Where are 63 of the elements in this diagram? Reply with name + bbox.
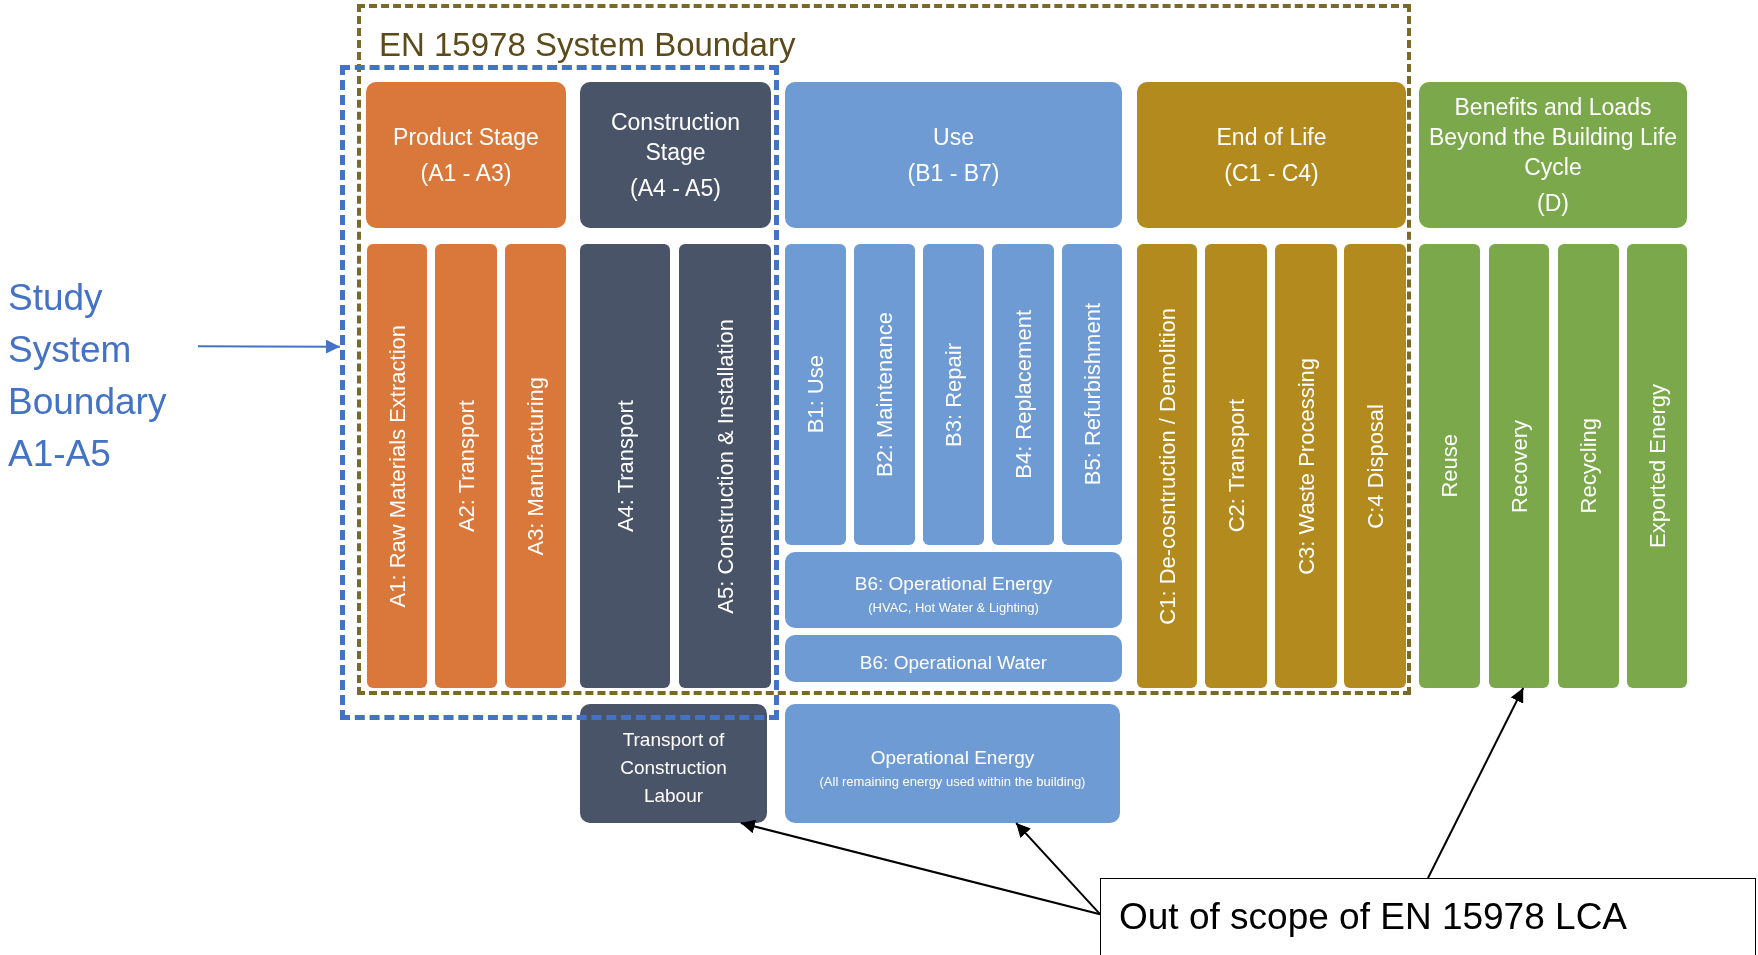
stage-header	[785, 82, 1122, 228]
module-label: Exported Energy	[1643, 384, 1671, 548]
module-label: C:4 Disposal	[1361, 403, 1389, 529]
module-label: Reuse	[1436, 434, 1463, 498]
module-label: A4: Transport	[611, 399, 639, 533]
stage-code: (D)	[1537, 189, 1569, 218]
stage-header	[1419, 82, 1687, 228]
module-label: B2: Maintenance	[871, 311, 898, 478]
arrow	[1015, 822, 1101, 916]
module-label: Recovery	[1505, 419, 1533, 513]
boundary-title: EN 15978 System Boundary	[379, 25, 796, 65]
stage-title: Benefits and Loads Beyond the Building Life Cycle	[1427, 93, 1679, 182]
module-label: B1: Use	[802, 355, 829, 434]
module-box	[785, 704, 1120, 823]
module-label: C1: De-cosntruction / Demolition	[1153, 307, 1181, 625]
module-box	[785, 635, 1122, 682]
module-bar	[1344, 244, 1406, 688]
module-note: (All remaining energy used within the building)	[818, 772, 1087, 791]
stage-code: (A1 - A3)	[420, 159, 512, 188]
module-bar	[1275, 244, 1337, 688]
module-bar	[1062, 244, 1122, 545]
stage-title: End of Life	[1215, 123, 1328, 152]
module-bar	[1489, 244, 1549, 688]
module-bar	[923, 244, 984, 545]
module-box	[785, 552, 1122, 628]
module-label: Recycling	[1575, 418, 1602, 514]
stage-title: Use	[932, 123, 975, 152]
system-boundary-frame	[357, 4, 1411, 695]
arrow	[197, 339, 341, 354]
module-label: B6: Operational Water	[858, 650, 1049, 675]
module-bar	[1205, 244, 1267, 688]
module-label: B6: Operational Energy	[853, 572, 1054, 596]
module-label: C3: Waste Processing	[1292, 357, 1320, 575]
note-box	[1100, 878, 1756, 955]
module-bar	[1137, 244, 1197, 688]
module-label: B4: Replacement	[1009, 310, 1037, 479]
module-bar	[1627, 244, 1687, 688]
arrow	[1427, 687, 1525, 879]
scope-note: Out of scope of EN 15978 LCA	[1119, 895, 1628, 940]
module-bar	[992, 244, 1054, 545]
stage-title: Product Stage	[392, 123, 540, 152]
module-label: B3: Repair	[940, 342, 967, 447]
stage-code: (C1 - C4)	[1224, 159, 1319, 188]
stage-code: (B1 - B7)	[907, 159, 1000, 188]
module-bar	[1419, 244, 1480, 688]
module-label: A3: Manufacturing	[522, 376, 549, 556]
module-label: Operational Energy	[869, 745, 1036, 770]
arrow	[739, 819, 1101, 916]
stage-code: (A4 - A5)	[630, 174, 721, 203]
module-label: B5: Refurbishment	[1078, 303, 1106, 486]
module-label: A5: Construction & Installation	[711, 318, 739, 614]
module-bar	[854, 244, 915, 545]
module-label: Transport of Construction Labour	[619, 727, 728, 808]
module-box	[580, 704, 767, 823]
stage-header	[1137, 82, 1406, 228]
module-label: A2: Transport	[452, 399, 480, 533]
stage-title: Construction Stage	[609, 108, 742, 167]
module-label: A1: Raw Materials Extraction	[383, 324, 411, 608]
boundary-label: Study System Boundary A1-A5	[8, 276, 168, 476]
module-label: C2: Transport	[1222, 399, 1250, 533]
module-note: (HVAC, Hot Water & Lighting)	[867, 599, 1040, 617]
module-bar	[1558, 244, 1619, 688]
module-bar	[785, 244, 846, 545]
